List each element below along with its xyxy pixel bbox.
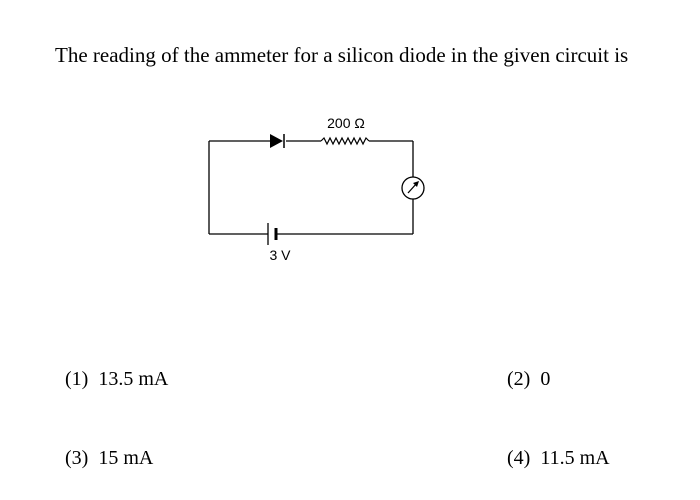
- option-3[interactable]: (3) 15 mA: [55, 422, 153, 470]
- question-text: The reading of the ammeter for a silicon…: [55, 43, 629, 67]
- diode-icon: [270, 134, 285, 148]
- circuit-wires: [208, 140, 414, 235]
- option-number: (1): [65, 368, 89, 390]
- option-1[interactable]: (1) 13.5 mA: [55, 343, 168, 391]
- option-number: (2): [507, 368, 531, 390]
- resistor-icon: [320, 136, 370, 146]
- battery-icon: [267, 223, 278, 245]
- option-text: 15 mA: [98, 447, 154, 469]
- ammeter-icon: [401, 176, 425, 200]
- option-number: (4): [507, 447, 531, 469]
- option-text: 0: [540, 368, 551, 390]
- option-text: 11.5 mA: [540, 447, 610, 469]
- option-text: 13.5 mA: [98, 368, 169, 390]
- option-number: (3): [65, 447, 89, 469]
- resistor-label: 200 Ω: [327, 115, 365, 131]
- option-2[interactable]: (2) 0: [497, 343, 550, 391]
- battery-label: 3 V: [269, 247, 291, 263]
- option-4[interactable]: (4) 11.5 mA: [497, 422, 610, 470]
